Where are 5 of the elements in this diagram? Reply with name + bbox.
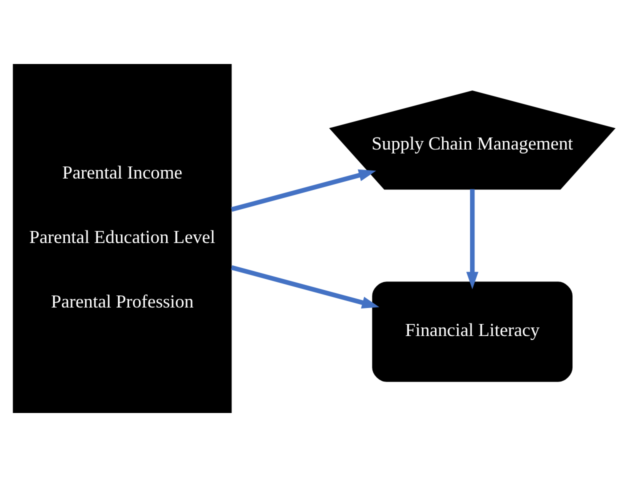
arrow (466, 189, 478, 290)
arrow (230, 265, 380, 309)
arrow (230, 169, 376, 212)
node-box: Parental Income Parental Education Level Parental Profession (12, 64, 232, 413)
node-box: Financial Literacy (372, 282, 573, 382)
